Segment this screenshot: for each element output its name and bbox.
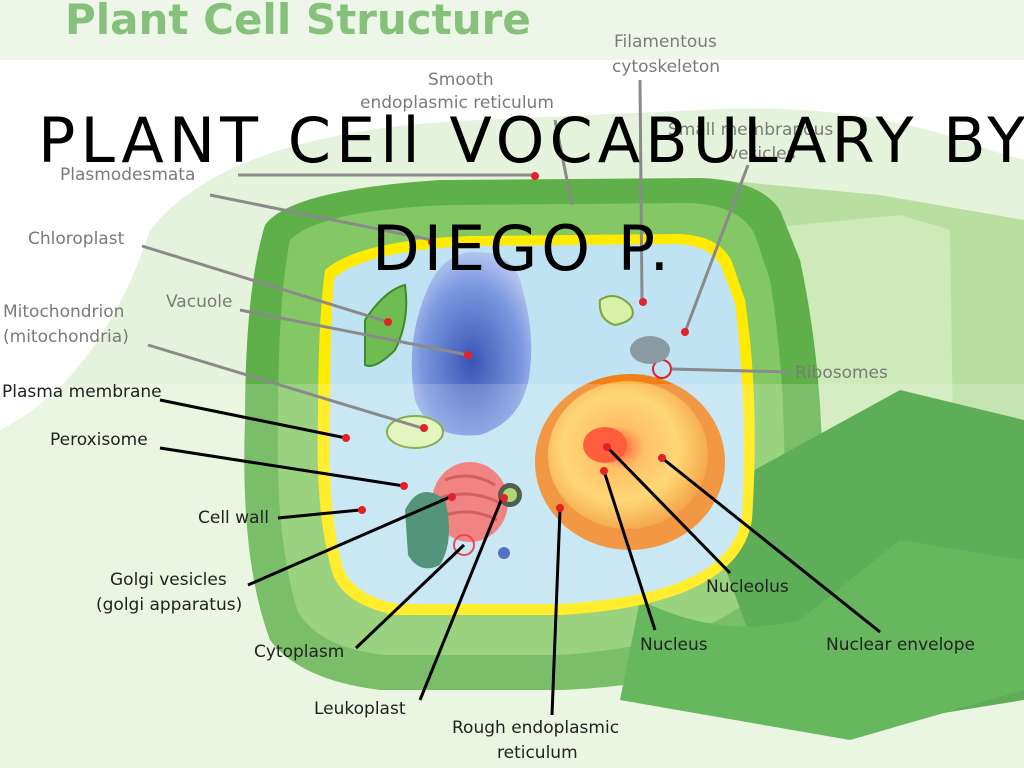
leader-lines — [141, 79, 881, 716]
label-plasma-membrane: Plasma membrane — [2, 382, 162, 402]
overlay-title-line2: DIEGO P. — [372, 212, 673, 285]
chloroplast — [364, 283, 408, 367]
label-chloroplast: Chloroplast — [28, 229, 125, 249]
label-smooth-er-line1: Smooth — [428, 70, 494, 90]
label-dots — [342, 172, 689, 514]
label-filamentous-line2: cytoskeleton — [612, 57, 720, 77]
small-vesicle-cluster — [598, 295, 634, 327]
label-leukoplast: Leukoplast — [314, 699, 406, 719]
label-nucleus: Nucleus — [640, 635, 708, 655]
lower-translucent-band — [0, 384, 1024, 768]
label-golgi-line2: (golgi apparatus) — [96, 595, 242, 615]
label-peroxisome: Peroxisome — [50, 430, 148, 450]
overlay-title-line1: PLANT CEll VOCABULARY BY: — [38, 104, 1024, 177]
label-smooth-er-line2: endoplasmic reticulum — [360, 93, 554, 113]
title-band — [0, 0, 1024, 60]
label-small-vesicles-line1: Small membranous — [668, 120, 833, 140]
label-nuclear-envelope: Nuclear envelope — [826, 635, 975, 655]
lower-wall-front — [620, 540, 1024, 740]
label-rough-er-line1: Rough endoplasmic — [452, 718, 619, 738]
label-mitochondrion-line2: (mitochondria) — [3, 327, 129, 347]
cytoskeleton-blob — [630, 336, 670, 364]
label-mitochondrion-line1: Mitochondrion — [3, 302, 124, 322]
label-rough-er-line2: reticulum — [497, 743, 578, 763]
label-plasmodesmata: Plasmodesmata — [60, 165, 195, 185]
vesicle-blue — [498, 547, 510, 559]
label-filamentous-line1: Filamentous — [614, 32, 717, 52]
label-golgi-line1: Golgi vesicles — [110, 570, 227, 590]
label-nucleolus: Nucleolus — [706, 577, 789, 597]
vesicle-ring — [453, 534, 475, 556]
diagram-title: Plant Cell Structure — [65, 0, 531, 44]
label-cell-wall: Cell wall — [198, 508, 269, 528]
nucleus — [548, 381, 708, 529]
label-small-vesicles-line2: vesicles — [728, 144, 796, 164]
label-cytoplasm: Cytoplasm — [254, 642, 344, 662]
label-ribosomes: Ribosomes — [795, 363, 888, 383]
mitochondrion — [386, 415, 444, 449]
vacuole — [411, 251, 532, 436]
label-vacuole: Vacuole — [166, 292, 232, 312]
